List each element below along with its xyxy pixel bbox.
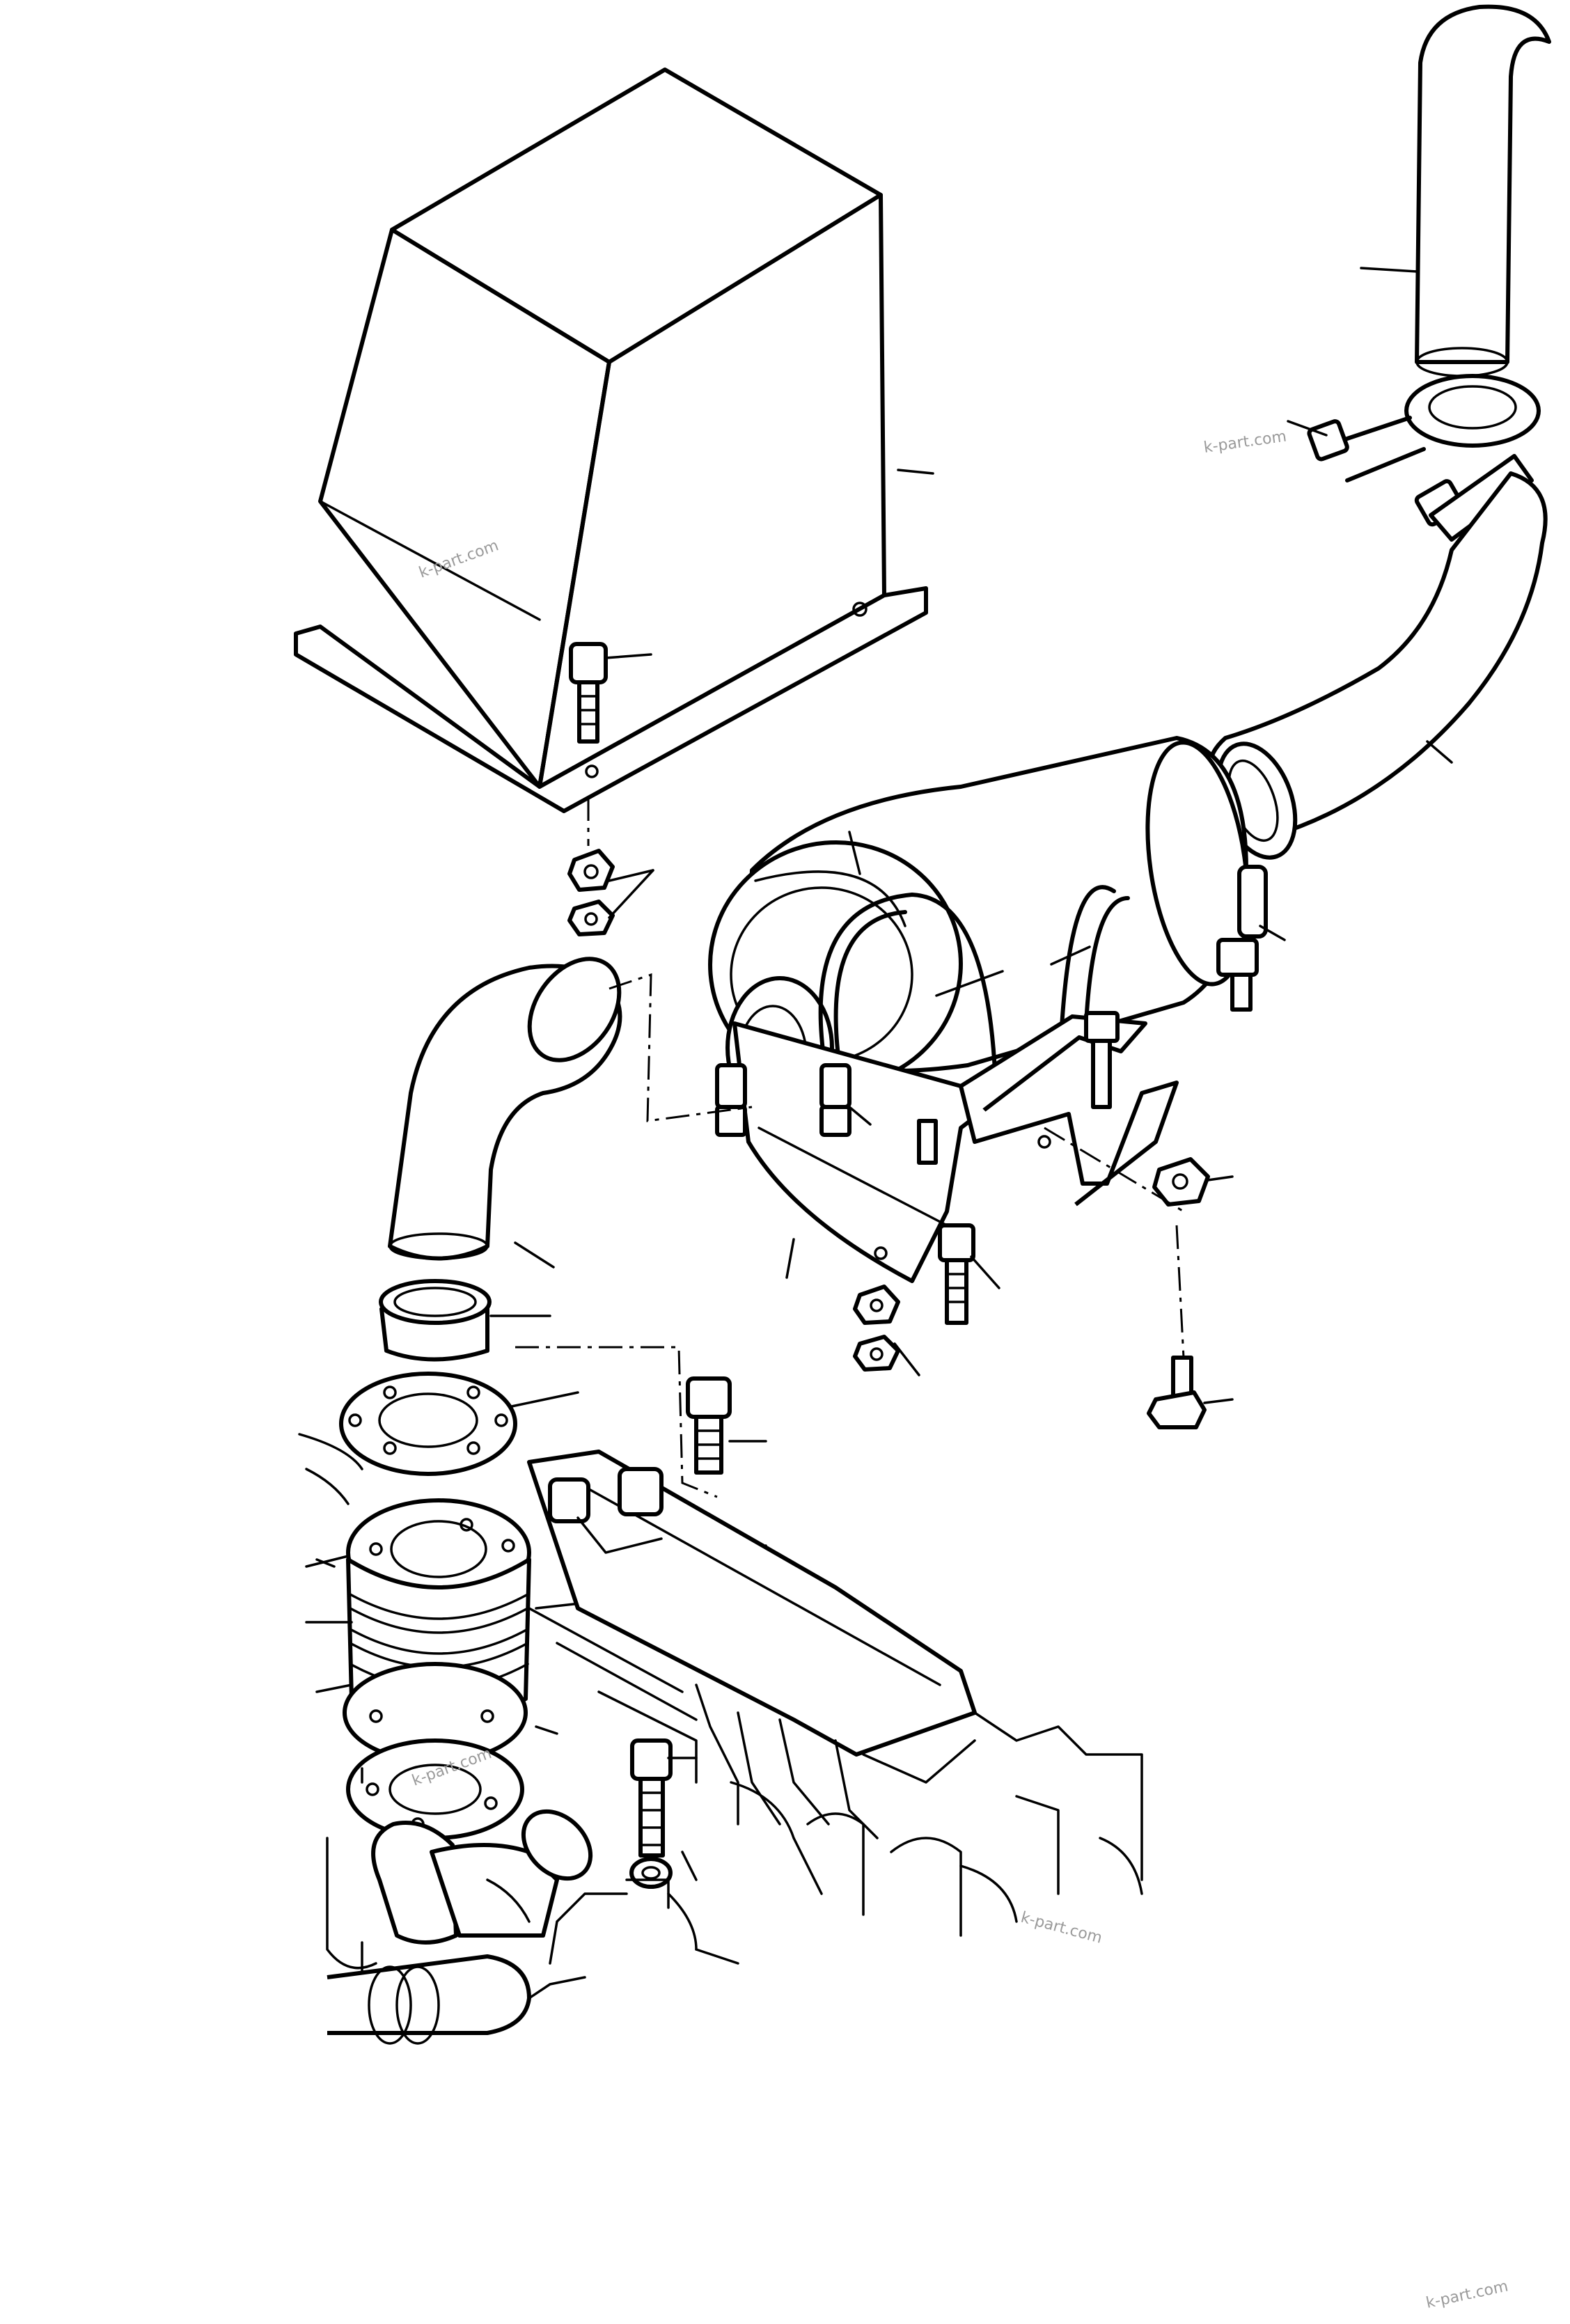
manifold-bolt: [629, 1738, 698, 1889]
exhaust-pipe-bend: [1207, 471, 1548, 860]
bracket-nut-right: [1044, 1126, 1234, 1213]
exhaust-elbow: [388, 957, 753, 1269]
hood-bolt: [569, 642, 652, 846]
bracket-bolt-lower: [938, 1223, 1000, 1325]
watermark-4: k-part.com: [1019, 1909, 1104, 1947]
engine-block: [298, 1433, 1143, 2045]
muffler-bracket: [715, 1011, 1179, 1283]
engine-hood-cover: [294, 68, 934, 813]
watermark-5: k-part.com: [1424, 2278, 1509, 2312]
hood-nut-washer: [567, 849, 654, 936]
lower-flange: [346, 1738, 524, 1840]
exhaust-flange: [339, 1346, 718, 1498]
flange-bolt: [686, 1376, 767, 1475]
bracket-nut-washer-lower: [853, 1285, 920, 1376]
bracket-bolt-right: [1147, 1225, 1234, 1429]
exhaust-tailpipe: [1360, 4, 1551, 411]
exhaust-sleeve: [379, 1279, 551, 1362]
watermark-2: k-part.com: [1202, 428, 1287, 457]
